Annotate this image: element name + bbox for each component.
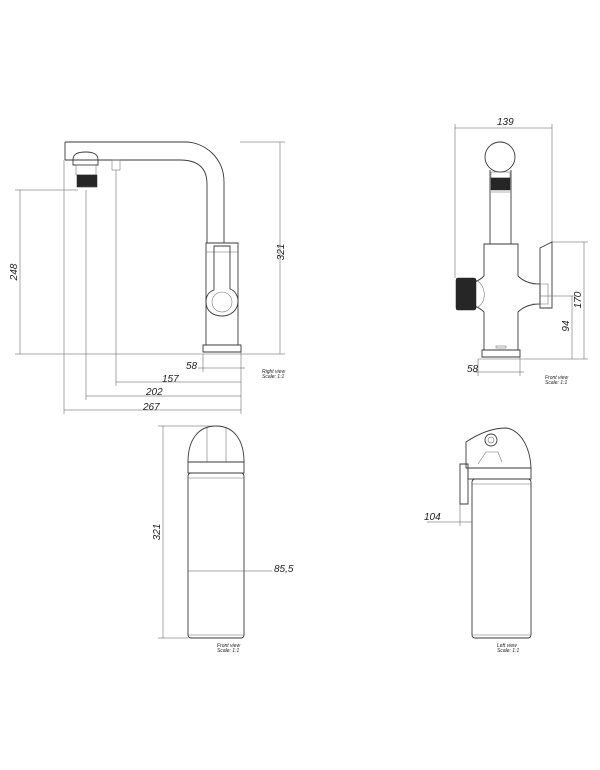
dim-filter-diameter: 85,5: [274, 564, 294, 575]
aerator-knurl: [76, 174, 98, 188]
front-view-faucet-outline: [455, 141, 553, 360]
left-view-caption: Left view: [497, 643, 517, 649]
front-aerator-knurl: [490, 177, 511, 191]
front-view-filter: 321 85,5 Front view Scale: 1:1: [152, 425, 294, 654]
dim-body-height-94: 94: [561, 320, 572, 332]
dim-height-321: 321: [276, 244, 287, 261]
filter-front-outline: [187, 425, 245, 639]
dim-left-offset-104: 104: [424, 512, 441, 523]
dim-width-139: 139: [497, 117, 514, 128]
front-view-top-scale: Scale: 1:1: [545, 380, 567, 386]
dim-157: 157: [162, 374, 179, 385]
right-view-dimensions: [15, 141, 285, 414]
left-view-filter: 104 Left view Scale: 1:1: [424, 427, 532, 654]
right-view: 321 248 58 157 202 267 Right view Scale:…: [9, 141, 287, 414]
dim-spout-height-248: 248: [9, 263, 20, 281]
front-view-filter-scale: Scale: 1:1: [217, 648, 239, 654]
filter-left-outline: [459, 427, 532, 639]
dim-front-base-58: 58: [467, 364, 479, 375]
left-view-scale: Scale: 1:1: [497, 648, 519, 654]
front-view-dimensions: [454, 124, 588, 376]
filter-left-dimensions: [427, 504, 472, 526]
front-side-knob: [455, 277, 477, 311]
front-view-top-caption: Front view: [545, 375, 568, 381]
dim-filter-height-321: 321: [152, 524, 163, 541]
dim-202: 202: [145, 387, 163, 398]
right-view-caption: Right view: [262, 369, 285, 375]
filter-front-dimensions: [158, 425, 272, 639]
dim-lever-height-170: 170: [573, 291, 584, 308]
right-view-faucet-outline: [64, 141, 244, 355]
front-view-top: 139 170 94 58 Front view Scale: 1:1: [454, 117, 588, 386]
right-view-scale: Scale: 1:1: [262, 374, 284, 380]
dim-267: 267: [142, 402, 160, 413]
front-view-filter-caption: Front view: [217, 643, 240, 649]
dim-base-58: 58: [186, 361, 198, 372]
